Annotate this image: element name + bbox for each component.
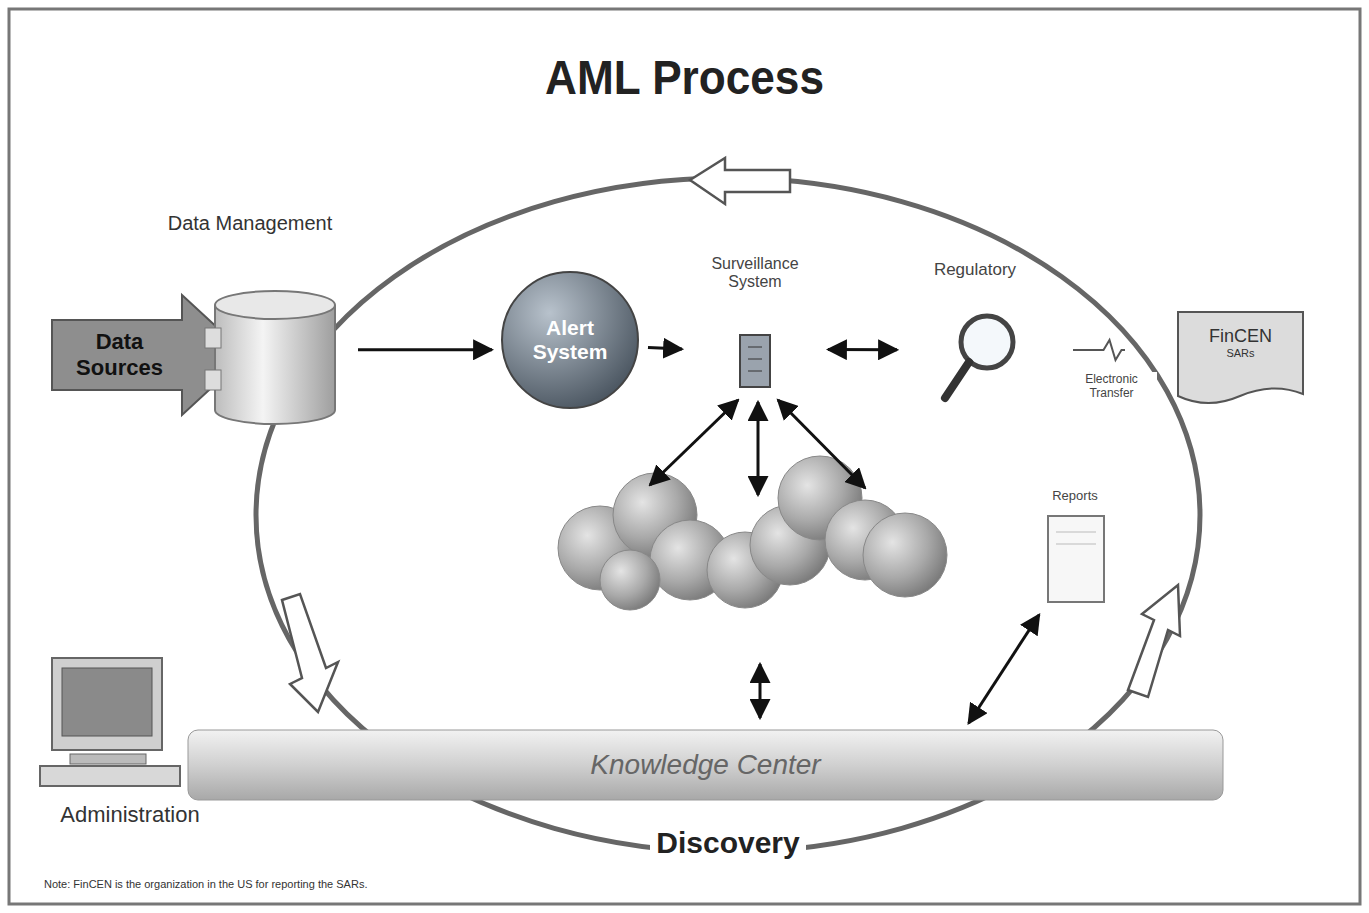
node-label: Reports — [1030, 488, 1120, 503]
node-label: SARs — [1186, 347, 1295, 359]
diagram-node: FinCENSARs — [1178, 312, 1303, 407]
connector — [358, 348, 492, 351]
diagram-node: Alert System — [500, 270, 640, 410]
data-clouds — [558, 456, 947, 610]
edge-label: Electronic Transfer — [1067, 372, 1157, 401]
node-label: Alert System — [512, 316, 628, 364]
frame — [9, 9, 1360, 904]
diagram-node: Reports — [1030, 488, 1120, 608]
diagram-node: Data Management — [150, 210, 350, 425]
node-label: Administration — [30, 802, 230, 828]
node-label: Surveillance System — [690, 255, 820, 291]
cycle-arrows — [282, 158, 1180, 712]
cycle-label: Discovery — [0, 826, 1369, 860]
connector — [828, 348, 897, 351]
node-shape — [1030, 488, 1120, 608]
node-label: Knowledge Center — [188, 749, 1223, 781]
node-label: Data Management — [150, 212, 350, 235]
connector — [1073, 340, 1125, 360]
connector — [648, 347, 682, 349]
node-label: Regulatory — [905, 260, 1045, 280]
connector — [969, 615, 1040, 724]
node-shape — [150, 210, 350, 425]
node-label: Data Sources — [62, 329, 177, 381]
node-shape — [905, 260, 1045, 405]
diagram-node: Knowledge Center — [188, 730, 1223, 800]
diagram-node: Regulatory — [905, 260, 1045, 405]
node-label: FinCEN — [1186, 326, 1295, 347]
footnote: Note: FinCEN is the organization in the … — [44, 878, 367, 890]
diagram-title: AML Process — [55, 50, 1314, 105]
cloud-links — [650, 400, 865, 718]
diagram-node: Administration — [30, 658, 230, 828]
diagram-node: Surveillance System — [690, 255, 820, 390]
